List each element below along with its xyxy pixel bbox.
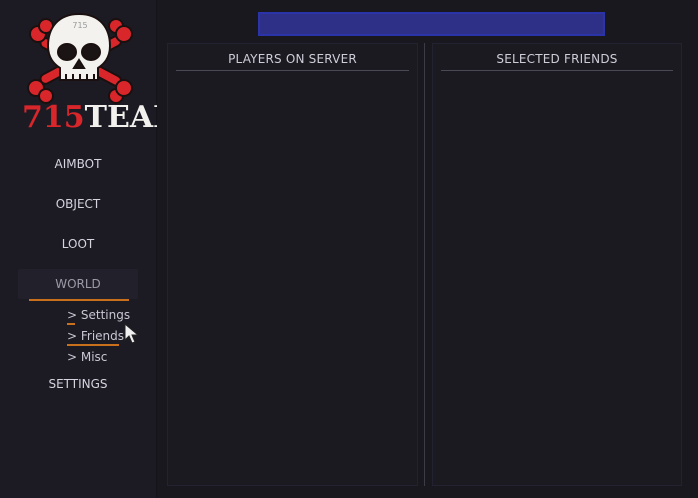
svg-text:715: 715 [72, 21, 87, 30]
sidebar-subitem-friends[interactable]: > Friends [67, 329, 125, 343]
mouse-pointer-icon [124, 323, 140, 344]
sidebar: 715 715TEAM AIMBOT OBJECT LOOT WORLD > S… [0, 0, 186, 498]
active-tab-underline [29, 299, 129, 301]
sidebar-item-world[interactable]: WORLD [18, 269, 138, 299]
logo-text: 715TEAM [22, 100, 186, 136]
active-subitem-underline [67, 344, 119, 346]
logo-number: 715 [22, 100, 85, 135]
sidebar-item-object[interactable]: OBJECT [55, 197, 101, 211]
sidebar-subitem-settings[interactable]: > Settings [67, 308, 131, 322]
panel-divider-line [176, 70, 409, 71]
sidebar-subitem-misc[interactable]: > Misc [67, 350, 108, 364]
subitem-marker [67, 323, 75, 325]
sidebar-item-settings[interactable]: SETTINGS [48, 377, 108, 391]
panel-title-players: PLAYERS ON SERVER [228, 52, 357, 66]
selected-friends-panel[interactable]: SELECTED FRIENDS [432, 43, 682, 486]
panel-separator [424, 43, 425, 486]
search-input[interactable] [258, 12, 605, 36]
skull-crossbones-icon: 715 [27, 12, 133, 104]
team-logo: 715 715TEAM [18, 6, 186, 142]
main-content: PLAYERS ON SERVER SELECTED FRIENDS [157, 0, 698, 498]
sidebar-item-loot[interactable]: LOOT [61, 237, 95, 251]
players-on-server-panel[interactable]: PLAYERS ON SERVER [167, 43, 418, 486]
panel-title-friends: SELECTED FRIENDS [496, 52, 618, 66]
panel-divider-line [441, 70, 673, 71]
sidebar-item-aimbot[interactable]: AIMBOT [54, 157, 102, 171]
